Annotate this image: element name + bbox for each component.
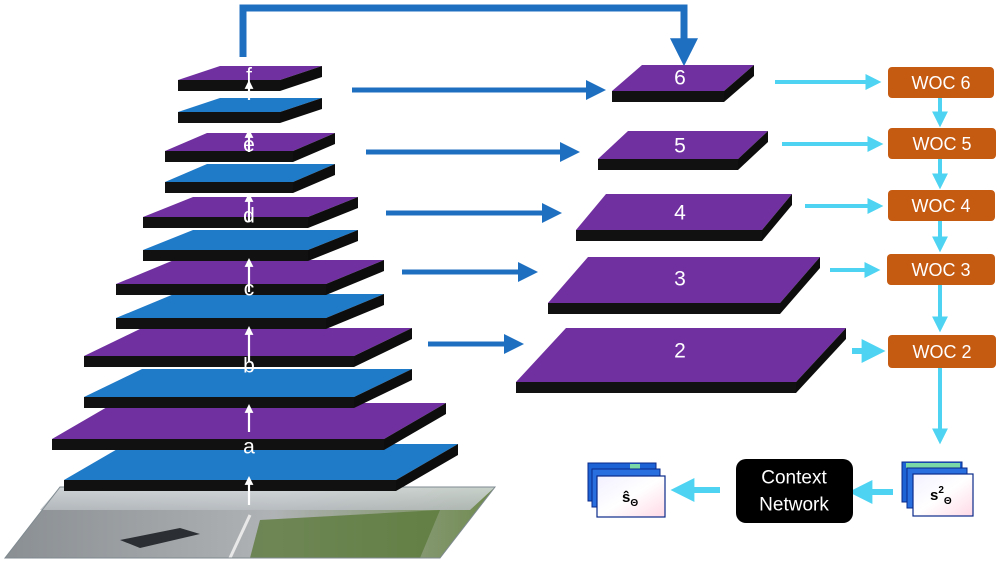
woc-label-2: WOC 2 [912, 342, 971, 362]
refined-flow-output: ŝΘ [587, 462, 666, 518]
pyramid-layer-c-blue [116, 294, 384, 329]
woc-label-6: WOC 6 [911, 73, 970, 93]
decoder-label-2: 2 [674, 340, 686, 363]
decoder-label-4: 4 [674, 202, 686, 225]
decoder-label-6: 6 [674, 67, 686, 90]
pyramid-layer-a-blue [64, 444, 458, 491]
pyramid-label-e: e [243, 134, 255, 157]
coarse-flow-symbol: s2Θ [930, 485, 952, 507]
refined-flow-symbol: ŝΘ [622, 489, 638, 509]
decoder-plate-2 [516, 328, 846, 393]
skip-arrow-f-to-6 [239, 4, 698, 67]
woc-block-6: WOC 6 [888, 67, 994, 98]
decoder-label-5: 5 [674, 135, 686, 158]
woc-label-5: WOC 5 [912, 134, 971, 154]
pyramid-layer-e-blue [165, 164, 335, 193]
woc-block-4: WOC 4 [888, 190, 995, 221]
decoder-plate-5 [598, 131, 768, 170]
pyramid-to-decoder-arrows [352, 80, 606, 354]
pyramid-layer-f-blue [178, 98, 322, 123]
decoder-plate-4 [576, 194, 792, 241]
woc-block-2: WOC 2 [888, 335, 996, 368]
context-network-line2: Network [759, 495, 829, 516]
pyramid-layer-f-purple [178, 66, 322, 91]
pyramid-label-d: d [243, 205, 255, 228]
decoder-label-3: 3 [674, 268, 686, 291]
pyramid-label-c: c [244, 278, 255, 301]
pyramid-layer-d-purple [143, 197, 358, 228]
feature-pyramid [52, 66, 458, 491]
pyramid-label-a: a [243, 436, 255, 459]
woc-label-3: WOC 3 [911, 260, 970, 280]
coarse-flow-output: s2Θ [901, 461, 974, 517]
input-image [3, 486, 497, 559]
pyramid-layer-b-blue [84, 369, 412, 408]
pyramid-label-b: b [243, 355, 255, 378]
pyramid-label-f: f [246, 65, 252, 88]
decoder-plate-3 [548, 257, 820, 314]
woc-block-3: WOC 3 [887, 254, 995, 285]
woc-block-5: WOC 5 [888, 128, 996, 159]
context-network-block: Context Network [736, 459, 853, 523]
woc-label-4: WOC 4 [911, 196, 970, 216]
decoder-plate-6 [612, 65, 754, 102]
decoder-plates [516, 65, 846, 393]
pyramid-layer-d-blue [143, 230, 358, 261]
decoder-to-woc-arrows [775, 74, 886, 363]
context-network-line1: Context [761, 468, 827, 489]
